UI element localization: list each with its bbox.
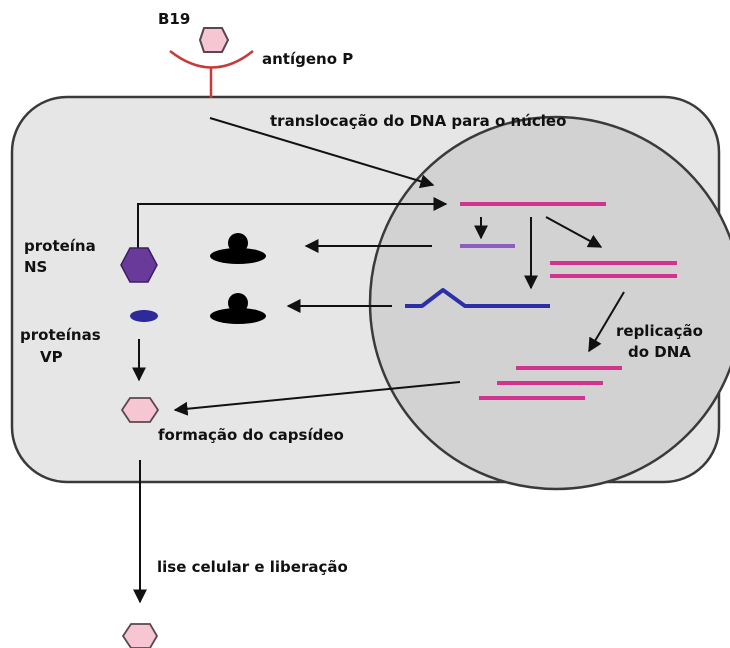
capsid-icon — [120, 397, 160, 423]
virus-b19-icon — [198, 27, 230, 53]
released-virus-icon — [121, 623, 159, 648]
ribosome-icon — [210, 233, 266, 264]
ns-protein-icon — [120, 247, 158, 283]
arrow-dna-to-capsid — [173, 381, 461, 416]
p-antigen-receptor — [169, 50, 254, 69]
vp-protein-label-line1: proteínas — [20, 326, 101, 344]
ns-feedback-arrow — [137, 197, 448, 255]
replication-label-line1: replicação — [616, 322, 703, 340]
lysis-release-label: lise celular e liberação — [157, 558, 348, 576]
capsid-formation-label: formação do capsídeo — [158, 426, 344, 444]
virus-label: B19 — [158, 10, 190, 28]
vp-protein-label-line2: VP — [40, 348, 63, 366]
ns-protein-label-line1: proteína — [24, 237, 96, 255]
replication-arrow — [588, 291, 625, 353]
vp-mrna — [405, 288, 550, 308]
replication-label-line2: do DNA — [628, 343, 691, 361]
translocation-label: translocação do DNA para o núcleo — [270, 112, 566, 130]
arrow-dna-to-replication — [545, 216, 603, 248]
translocation-arrow — [209, 117, 435, 189]
receptor-label: antígeno P — [262, 50, 353, 68]
ns-protein-label-line2: NS — [24, 258, 47, 276]
nucleus — [368, 115, 730, 491]
ribosome-icon — [210, 293, 266, 324]
vp-protein-icon — [130, 310, 158, 322]
